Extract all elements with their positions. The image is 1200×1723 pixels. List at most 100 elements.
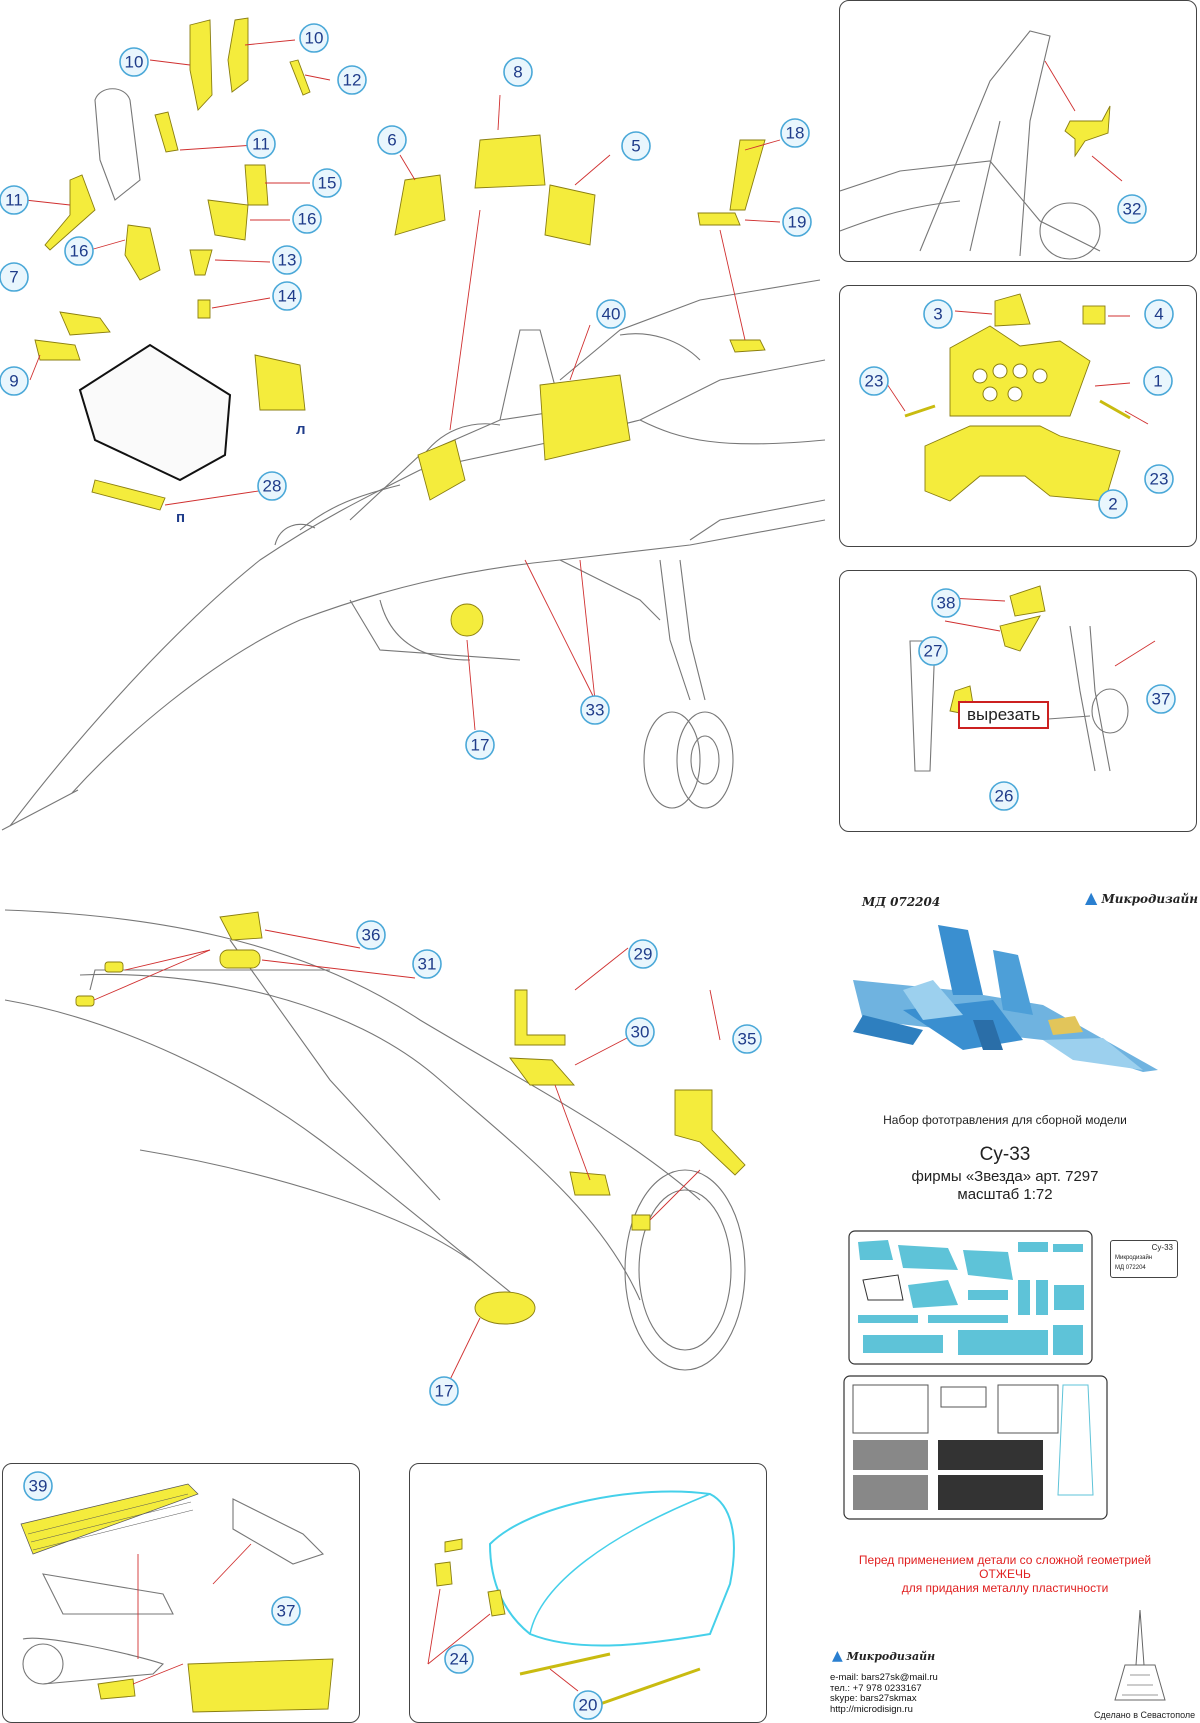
- callout-32: 32: [1117, 194, 1147, 224]
- orientation-mark-left: л: [296, 421, 306, 438]
- svg-text:32: 32: [1123, 200, 1142, 219]
- svg-text:26: 26: [995, 787, 1014, 806]
- svg-text:11: 11: [252, 135, 270, 154]
- svg-text:15: 15: [318, 174, 337, 193]
- callout-26: 26: [989, 781, 1019, 811]
- callout-39: 39: [23, 1471, 53, 1501]
- part-3: [994, 293, 1031, 327]
- svg-text:36: 36: [362, 926, 381, 945]
- cut-note: вырезать: [958, 701, 1050, 729]
- svg-text:5: 5: [631, 137, 640, 156]
- svg-text:3: 3: [933, 305, 942, 324]
- callout-9: 9: [0, 366, 29, 396]
- callout-4: 4: [1144, 299, 1174, 329]
- fret-sheet-2: [843, 1375, 1108, 1520]
- callout-8: 8: [503, 57, 533, 87]
- callout-17a: 17: [465, 730, 495, 760]
- warning-line-1: Перед применением детали со сложной геом…: [858, 1553, 1152, 1567]
- svg-text:4: 4: [1154, 305, 1163, 324]
- callout-23b: 23: [1144, 464, 1174, 494]
- callout-35: 35: [732, 1024, 762, 1054]
- callout-38: 38: [931, 588, 961, 618]
- svg-text:16: 16: [298, 210, 317, 229]
- svg-text:10: 10: [305, 29, 324, 48]
- annealing-warning: Перед применением детали со сложной геом…: [845, 1553, 1165, 1595]
- callout-18: 18: [780, 118, 810, 148]
- brand-logo-icon: ▲: [1085, 888, 1098, 907]
- part-38: [1009, 585, 1046, 617]
- warning-line-3: для придания металлу пластичности: [901, 1581, 1109, 1595]
- svg-text:8: 8: [513, 63, 522, 82]
- svg-text:24: 24: [450, 1650, 469, 1669]
- callout-29: 29: [628, 939, 658, 969]
- svg-text:20: 20: [579, 1696, 598, 1715]
- svg-text:23: 23: [1150, 470, 1169, 489]
- tail-part-32: [1064, 105, 1111, 158]
- callout-27: 27: [918, 636, 948, 666]
- callout-11a: 11: [246, 129, 276, 159]
- callout-37b: 37: [271, 1596, 301, 1626]
- callout-40: 40: [596, 299, 626, 329]
- callout-16b: 16: [64, 236, 94, 266]
- svg-text:37: 37: [1152, 690, 1171, 709]
- svg-text:40: 40: [602, 305, 621, 324]
- svg-text:31: 31: [418, 955, 437, 974]
- fret-tag-title: Су-33: [1151, 1243, 1173, 1252]
- svg-text:9: 9: [9, 372, 18, 391]
- callout-7: 7: [0, 262, 29, 292]
- product-scale: масштаб 1:72: [957, 1186, 1053, 1203]
- callout-20: 20: [573, 1690, 603, 1720]
- svg-text:11: 11: [5, 191, 23, 210]
- svg-text:37: 37: [277, 1602, 296, 1621]
- callout-10a: 10: [119, 47, 149, 77]
- callout-17b: 17: [429, 1376, 459, 1406]
- fret-tag-brand: Микродизайн: [1115, 1255, 1153, 1261]
- svg-text:18: 18: [786, 124, 805, 143]
- callout-1: 1: [1143, 366, 1173, 396]
- part-2: [924, 425, 1121, 502]
- callout-30: 30: [625, 1017, 655, 1047]
- callout-36: 36: [356, 920, 386, 950]
- instrument-panel-part-40: [539, 374, 631, 461]
- svg-text:38: 38: [937, 594, 956, 613]
- svg-text:12: 12: [343, 71, 362, 90]
- contact-logo-text: Микродизайн: [846, 1650, 936, 1663]
- callout-31: 31: [412, 949, 442, 979]
- product-code: МД 072204: [862, 895, 941, 909]
- made-in-note: Сделано в Севастополе: [1094, 1710, 1196, 1720]
- svg-text:23: 23: [865, 372, 884, 391]
- hud-frame-part: [417, 439, 466, 501]
- contact-email[interactable]: e-mail: bars27sk@mail.ru: [830, 1672, 938, 1683]
- svg-text:17: 17: [471, 736, 490, 755]
- svg-text:19: 19: [788, 213, 807, 232]
- svg-text:7: 7: [9, 268, 18, 287]
- svg-text:39: 39: [29, 1477, 48, 1496]
- product-subtitle: Набор фототравления для сборной модели: [883, 1113, 1127, 1127]
- callout-37a: 37: [1146, 684, 1176, 714]
- callout-19: 19: [782, 207, 812, 237]
- callout-6: 6: [377, 125, 407, 155]
- svg-text:1: 1: [1153, 372, 1162, 391]
- svg-text:28: 28: [263, 477, 282, 496]
- panel-landing-gear-detail: 38 27 37 26 вырезать: [839, 570, 1197, 832]
- product-model: Су-33: [979, 1144, 1031, 1165]
- svg-text:17: 17: [435, 1382, 454, 1401]
- aircraft-photo: [853, 925, 1158, 1072]
- callout-10b: 10: [299, 23, 329, 53]
- contact-block: e-mail: bars27sk@mail.ru тел.: +7 978 02…: [830, 1672, 938, 1715]
- brand-logo-text: Микродизайн: [1101, 892, 1199, 906]
- contact-site[interactable]: http://microdisign.ru: [830, 1703, 913, 1715]
- svg-text:2: 2: [1108, 495, 1117, 514]
- panel-tail-detail: 32: [839, 0, 1197, 262]
- cockpit-assembly-diagram: [1, 17, 826, 831]
- callout-13: 13: [272, 245, 302, 275]
- svg-text:29: 29: [634, 945, 653, 964]
- warning-line-2: ОТЖЕЧЬ: [979, 1567, 1031, 1581]
- callout-12: 12: [337, 65, 367, 95]
- contact-logo-icon: ▲: [832, 1648, 843, 1664]
- part-37-rack: [187, 1658, 334, 1713]
- svg-text:27: 27: [924, 642, 943, 661]
- callout-3: 3: [923, 299, 953, 329]
- svg-text:33: 33: [586, 701, 605, 720]
- contact-logo: ▲ Микродизайн: [832, 1648, 935, 1664]
